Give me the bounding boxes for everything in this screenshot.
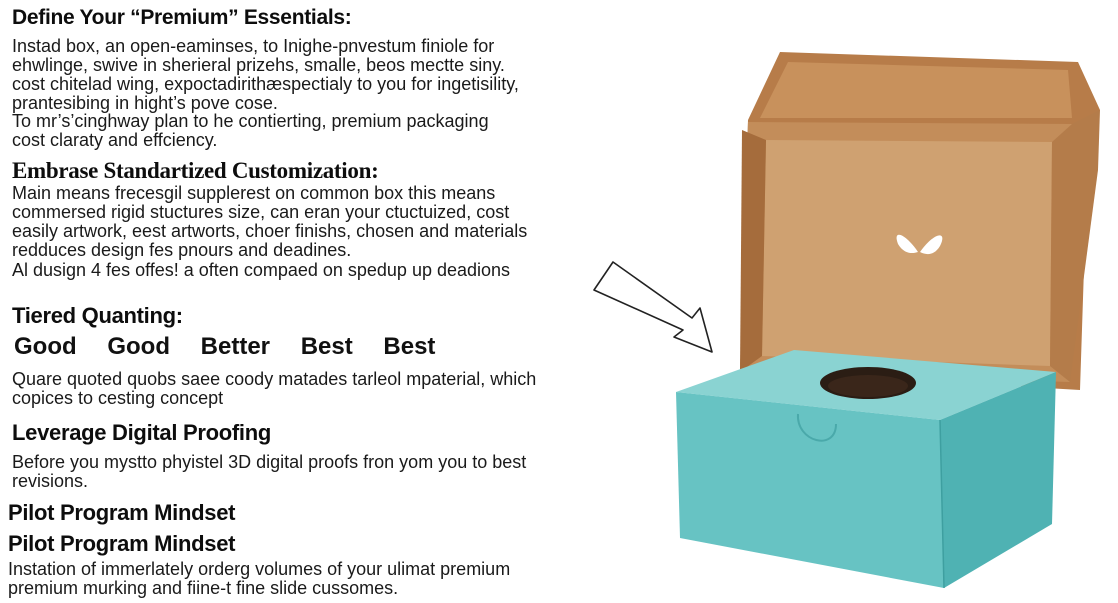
tier-label: Good [14, 333, 77, 360]
paragraph-premium-1: Instad box, an open-eaminses, to Inighe-… [12, 36, 519, 113]
kraft-lid [740, 52, 1100, 390]
heading-digital-proofing: Leverage Digital Proofing [12, 420, 271, 445]
tier-label: Better [200, 333, 271, 360]
box-illustration [593, 52, 1100, 589]
heading-standardized-customization: Embrase Standartized Customization: [12, 158, 379, 183]
heading-tiered-quanting: Tiered Quanting: [12, 303, 183, 328]
tier-label: Best [383, 333, 436, 360]
teal-box-base [676, 350, 1056, 589]
heart-logo-icon [896, 234, 943, 255]
heading-pilot-program-duplicate: Pilot Program Mindset [8, 531, 236, 556]
paragraph-tiered: Quare quoted quobs saee coody matades ta… [12, 369, 537, 408]
paragraph-premium-2: To mr’s’cinghway plan to he contierting,… [12, 111, 489, 150]
paragraph-pilot-program: Instation of immerlately orderg volumes … [8, 559, 511, 598]
arrow-icon [593, 261, 713, 353]
heading-premium-essentials: Define Your “Premium” Essentials: [12, 6, 352, 29]
heading-pilot-program: Pilot Program Mindset [8, 500, 236, 525]
tier-labels: Good Good Better Best Best [14, 333, 459, 361]
tier-label: Best [300, 333, 353, 360]
paragraph-customization-2: Al dusign 4 fes offes! a often compaed o… [12, 260, 511, 280]
paragraph-digital-proofing: Before you mystto phyistel 3D digital pr… [12, 452, 527, 491]
paragraph-customization-1: Main means frecesgil supplerest on commo… [12, 183, 528, 260]
tier-label: Good [107, 333, 170, 360]
